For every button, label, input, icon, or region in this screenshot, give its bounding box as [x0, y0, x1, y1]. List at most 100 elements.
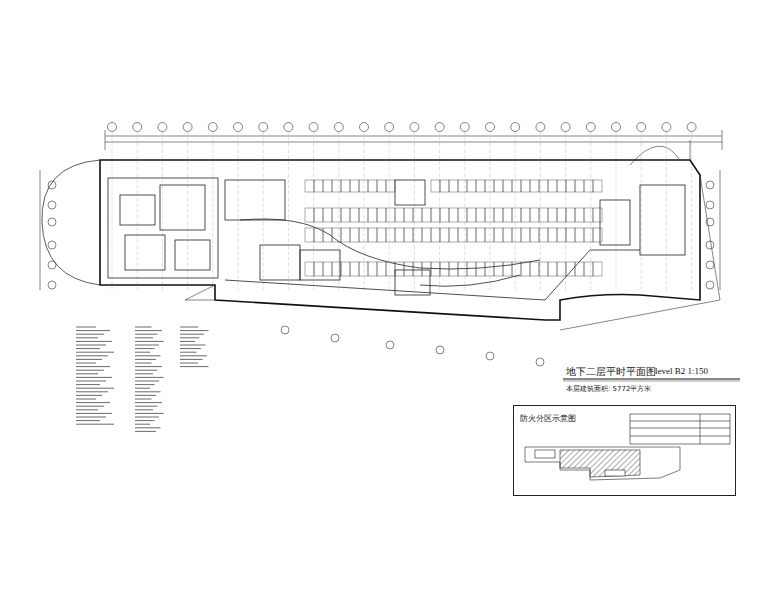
parking-stall — [584, 228, 593, 242]
parking-stall — [512, 208, 521, 222]
parking-stall — [458, 262, 467, 276]
note-line — [135, 334, 158, 335]
grid-bubble — [334, 123, 343, 132]
parking-stall — [566, 228, 575, 242]
parking-stall — [422, 208, 431, 222]
parking-stall — [314, 208, 323, 222]
parking-stall — [350, 180, 359, 192]
parking-stall — [521, 262, 530, 276]
parking-stall — [341, 208, 350, 222]
grid-bubble — [486, 352, 494, 360]
grid-bubble — [410, 123, 419, 132]
parking-stall — [539, 208, 548, 222]
grid-bubble — [687, 123, 696, 132]
grid-bubble — [637, 123, 646, 132]
parking-stall — [467, 208, 476, 222]
parking-stall — [314, 228, 323, 242]
note-line — [76, 327, 96, 328]
parking-stall — [584, 180, 593, 192]
parking-stall — [566, 180, 575, 192]
note-line — [180, 330, 209, 331]
note-line — [76, 355, 108, 356]
note-line — [180, 334, 204, 335]
note-line — [76, 381, 106, 382]
parking-stall — [557, 228, 566, 242]
parking-stall — [476, 180, 485, 192]
note-line — [135, 420, 155, 421]
parking-stall — [413, 208, 422, 222]
grid-line — [641, 131, 642, 290]
site-curve — [42, 160, 100, 285]
note-line — [76, 384, 100, 385]
grid-bubble — [48, 281, 56, 289]
parking-stall — [386, 228, 395, 242]
parking-stall — [593, 208, 602, 222]
site-curve — [630, 140, 690, 165]
note-line — [135, 399, 152, 400]
note-line — [76, 377, 112, 378]
grid-line — [515, 131, 516, 290]
parking-stall — [548, 262, 557, 276]
parking-stall — [305, 262, 314, 276]
grid-bubble — [48, 241, 56, 249]
parking-stall — [350, 262, 359, 276]
note-line — [135, 431, 156, 432]
note-line — [135, 377, 164, 378]
grid-line — [666, 131, 667, 290]
parking-stall — [332, 262, 341, 276]
parking-stall — [575, 228, 584, 242]
parking-stall — [521, 208, 530, 222]
grid-bubble — [460, 123, 469, 132]
parking-stall — [440, 262, 449, 276]
parking-stall — [593, 180, 602, 192]
grid-bubble — [536, 123, 545, 132]
parking-stall — [305, 180, 314, 192]
note-line — [135, 395, 156, 396]
parking-stall — [413, 228, 422, 242]
note-line — [135, 417, 159, 418]
grid-line — [263, 131, 264, 290]
parking-stall — [566, 208, 575, 222]
grid-line — [212, 131, 213, 290]
parking-stall — [593, 228, 602, 242]
note-line — [135, 341, 164, 342]
grid-line — [490, 131, 491, 290]
parking-stall — [359, 262, 368, 276]
parking-stall — [494, 262, 503, 276]
note-line — [135, 384, 155, 385]
note-line — [76, 391, 108, 392]
parking-stall — [314, 262, 323, 276]
parking-stall — [449, 228, 458, 242]
parking-stall — [575, 208, 584, 222]
grid-bubble — [259, 123, 268, 132]
area-note: 本层建筑面积: 5772平方米 — [566, 384, 651, 394]
parking-stall — [494, 208, 503, 222]
grid-bubble — [158, 123, 167, 132]
parking-stall — [422, 228, 431, 242]
note-line — [180, 337, 200, 338]
grid-bubble — [706, 281, 714, 289]
parking-stall — [485, 262, 494, 276]
parking-stall — [332, 228, 341, 242]
parking-stall — [458, 228, 467, 242]
note-line — [76, 341, 112, 342]
note-line — [135, 363, 152, 364]
parking-stall — [413, 262, 422, 276]
parking-stall — [404, 208, 413, 222]
note-line — [135, 366, 162, 367]
note-line — [180, 352, 197, 353]
note-line — [76, 409, 98, 410]
parking-stall — [548, 180, 557, 192]
note-line — [135, 355, 161, 356]
parking-stall — [476, 262, 485, 276]
site-boundary — [185, 285, 215, 300]
parking-stall — [395, 262, 404, 276]
parking-stall — [386, 208, 395, 222]
note-line — [180, 341, 195, 342]
grid-line — [162, 131, 163, 290]
note-line — [135, 391, 161, 392]
parking-stall — [503, 228, 512, 242]
parking-stall — [431, 228, 440, 242]
grid-bubble — [281, 326, 289, 334]
note-line — [135, 337, 153, 338]
